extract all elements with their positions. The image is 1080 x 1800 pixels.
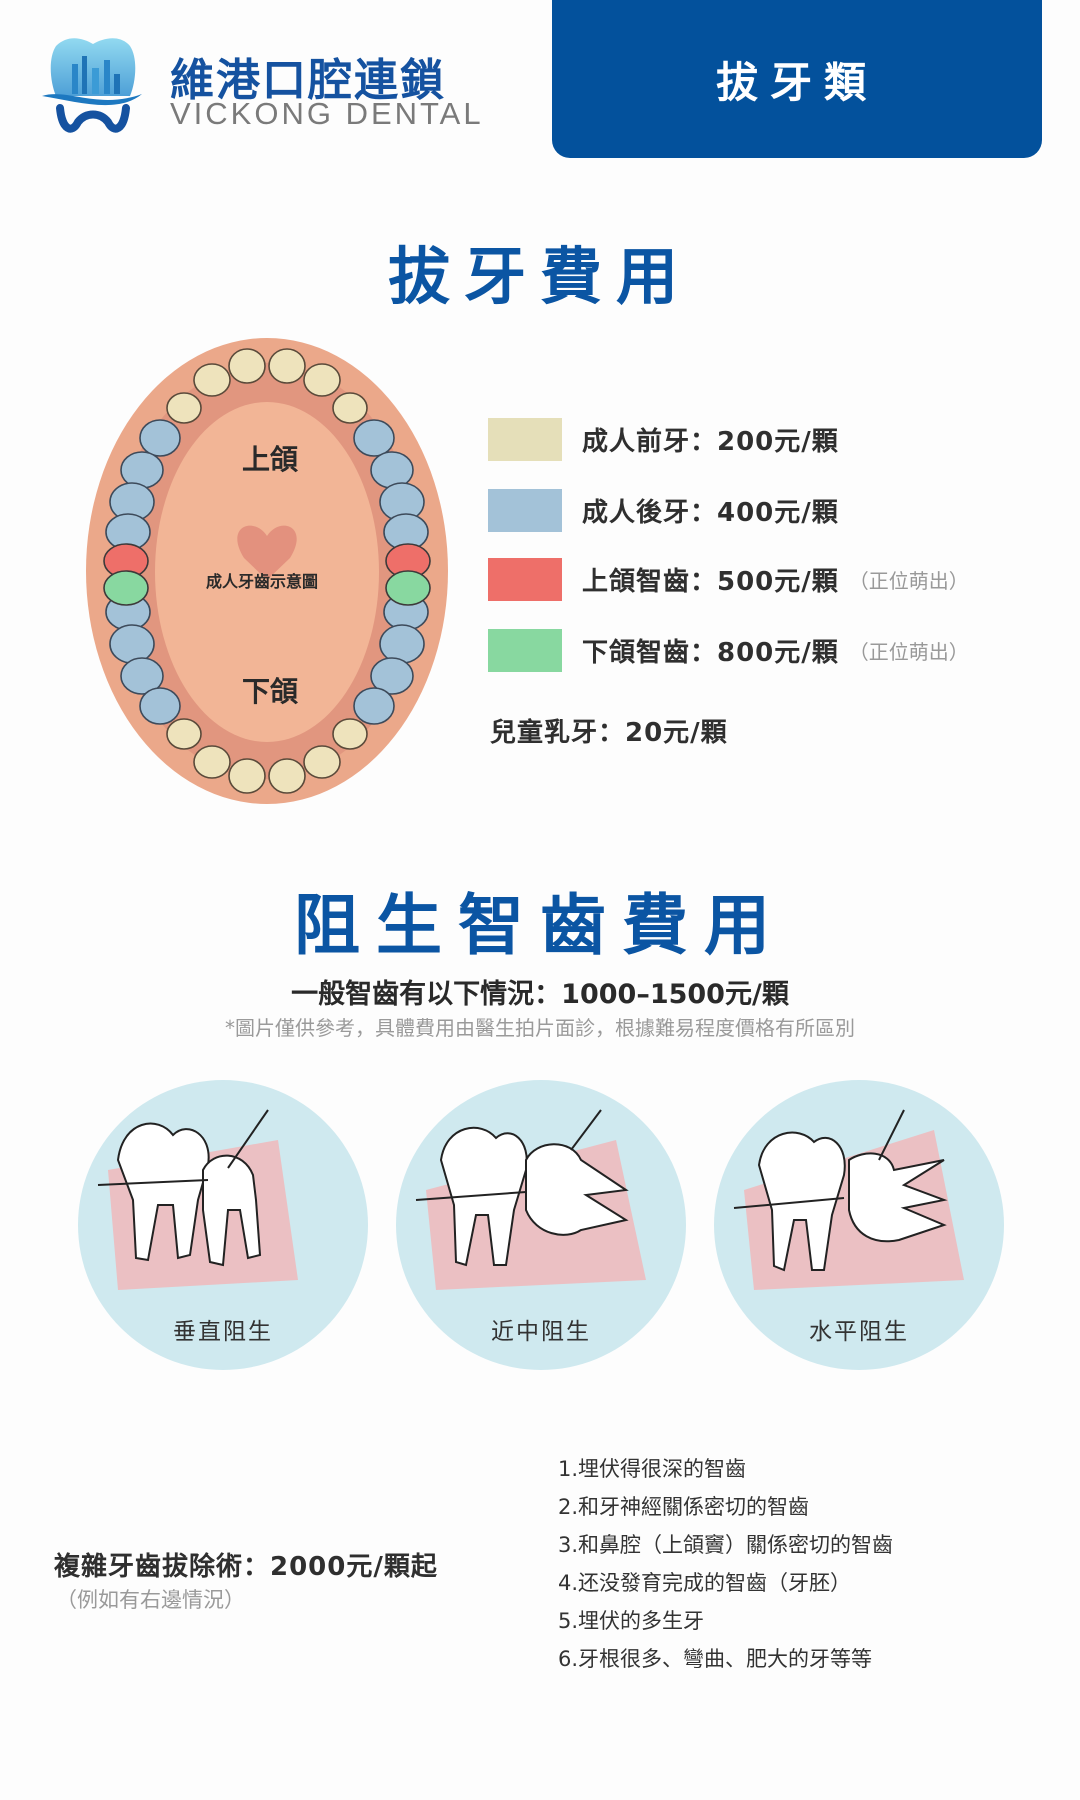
swatch-blue [488,489,562,532]
extraction-title: 拔牙費用 [387,240,692,313]
legend-item-back-teeth: 成人後牙：400元/顆 [488,489,839,532]
condition-item: 6.牙根很多、彎曲、肥大的牙等等 [558,1647,873,1671]
upper-jaw-label: 上頜 [242,443,299,476]
swatch-red [488,558,562,601]
teeth-diagram [86,338,448,804]
impaction-horizontal: 水平阻生 [714,1080,1004,1370]
impaction-label: 近中阻生 [491,1319,591,1345]
condition-item: 1.埋伏得很深的智齒 [558,1457,747,1481]
complex-extraction-price: 複雜牙齒拔除術：2000元/顆起 [54,1552,438,1582]
complex-extraction-note: （例如有右邊情況） [56,1588,245,1612]
impacted-title: 阻生智齒費用 [294,887,786,964]
condition-item: 5.埋伏的多生牙 [558,1609,705,1633]
legend-item-front-teeth: 成人前牙：200元/顆 [488,418,839,461]
condition-item: 3.和鼻腔（上頜竇）關係密切的智齒 [558,1533,894,1557]
brand-name-cn: 維港口腔連鎖 [170,55,446,106]
complex-conditions-list: 1.埋伏得很深的智齒 2.和牙神經關係密切的智齒 3.和鼻腔（上頜竇）關係密切的… [558,1450,893,1678]
tooth-logo-icon [42,38,142,133]
legend-item-lower-wisdom: 下頜智齒：800元/顆 （正位萌出） [488,629,969,672]
category-tab: 拔牙類 [552,0,1042,158]
child-tooth-price: 兒童乳牙：20元/顆 [490,718,728,748]
impaction-label: 水平阻生 [809,1319,909,1345]
condition-item: 4.还没發育完成的智齒（牙胚） [558,1571,852,1595]
legend-item-upper-wisdom: 上頜智齒：500元/顆 （正位萌出） [488,558,969,601]
vertical-impaction-icon [97,1109,298,1290]
swatch-yellow [488,418,562,461]
disclaimer: *圖片僅供參考，具體費用由醫生拍片面診，根據難易程度價格有所區別 [225,1016,855,1040]
brand-logo: 維港口腔連鎖 VICKONG DENTAL [38,30,481,140]
brand-name-en: VICKONG DENTAL [170,96,484,131]
mesial-impaction-icon [415,1109,646,1290]
impaction-label: 垂直阻生 [173,1319,273,1345]
lower-jaw-label: 下頜 [242,675,299,708]
impaction-vertical: 垂直阻生 [78,1080,368,1370]
impaction-mesial: 近中阻生 [396,1080,686,1370]
general-price: 一般智齒有以下情況：1000–1500元/顆 [291,979,789,1010]
category-label: 拔牙類 [715,57,878,107]
diagram-caption: 成人牙齒示意圖 [206,572,319,591]
condition-item: 2.和牙神經關係密切的智齒 [558,1495,810,1519]
swatch-green [488,629,562,672]
horizontal-impaction-icon [733,1109,964,1290]
